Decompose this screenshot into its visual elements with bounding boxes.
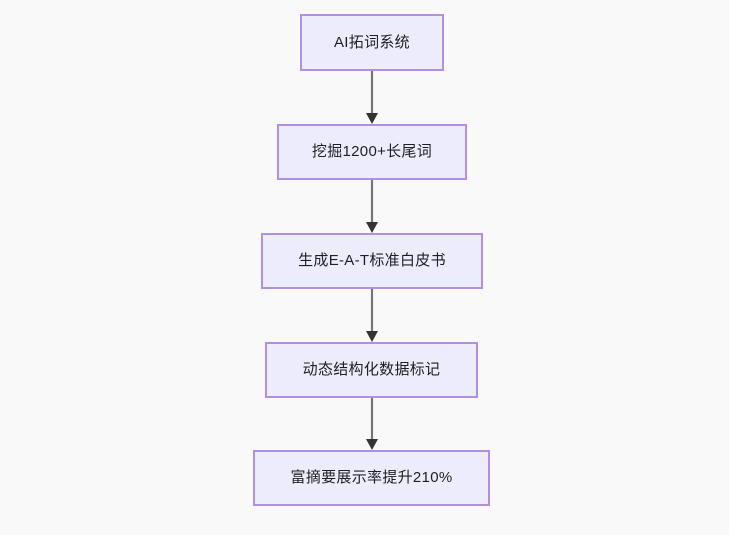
connector-n1-n2 — [366, 71, 378, 124]
flow-node-eat-whitepaper[interactable]: 生成E-A-T标准白皮书 — [261, 233, 483, 289]
arrowhead-icon — [366, 113, 378, 124]
arrowhead-icon — [366, 331, 378, 342]
flow-node-label: 富摘要展示率提升210% — [290, 469, 453, 486]
flow-node-ai-keyword-system[interactable]: AI拓词系统 — [300, 14, 444, 71]
connector-n2-n3 — [366, 180, 378, 233]
flow-node-structured-data-markup[interactable]: 动态结构化数据标记 — [265, 342, 478, 398]
flow-node-label: AI拓词系统 — [334, 33, 410, 51]
flow-node-label: 动态结构化数据标记 — [302, 361, 441, 378]
flow-node-label: 挖掘1200+长尾词 — [311, 143, 433, 160]
connector-n3-n4 — [366, 289, 378, 342]
flow-node-longtail-keywords[interactable]: 挖掘1200+长尾词 — [277, 124, 467, 180]
arrowhead-icon — [366, 222, 378, 233]
connector-n4-n5 — [366, 398, 378, 450]
flow-node-label: 生成E-A-T标准白皮书 — [298, 252, 446, 269]
flow-node-rich-snippet-result[interactable]: 富摘要展示率提升210% — [253, 450, 490, 506]
arrowhead-icon — [366, 439, 378, 450]
